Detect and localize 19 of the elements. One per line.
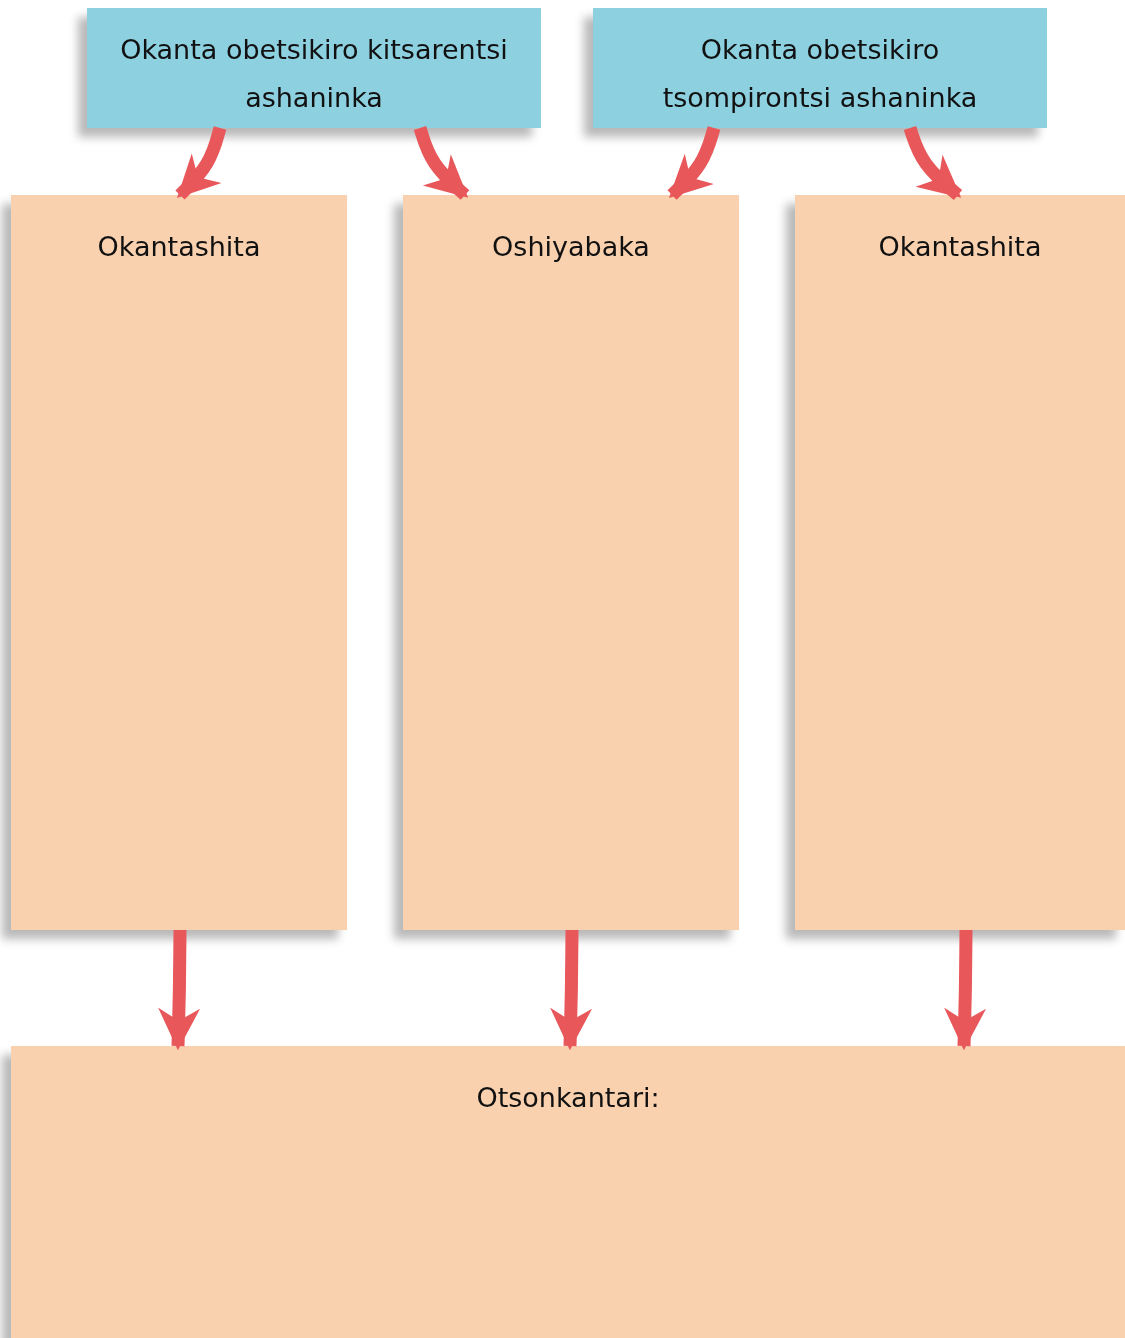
process-box	[795, 195, 1125, 930]
process-box	[11, 195, 347, 930]
process-box	[11, 1046, 1125, 1338]
curved-arrow	[158, 929, 201, 1051]
curved-arrow	[175, 126, 227, 200]
box-title: Okantashita	[97, 230, 261, 264]
box-title: Otsonkantari:	[476, 1081, 660, 1115]
curved-arrow	[550, 929, 593, 1051]
curved-arrow	[413, 126, 470, 200]
curved-arrow	[667, 126, 721, 200]
process-box	[593, 8, 1047, 128]
box-title: Okantashita	[878, 230, 1042, 264]
curved-arrow	[903, 126, 963, 200]
process-box	[403, 195, 739, 930]
box-title: Okanta obetsikiro tsompirontsi ashaninka	[661, 33, 979, 115]
box-title: Okanta obetsikiro kitsarentsi ashaninka	[119, 33, 509, 115]
process-box	[87, 8, 541, 128]
box-title: Oshiyabaka	[492, 230, 650, 264]
curved-arrow	[944, 929, 987, 1051]
